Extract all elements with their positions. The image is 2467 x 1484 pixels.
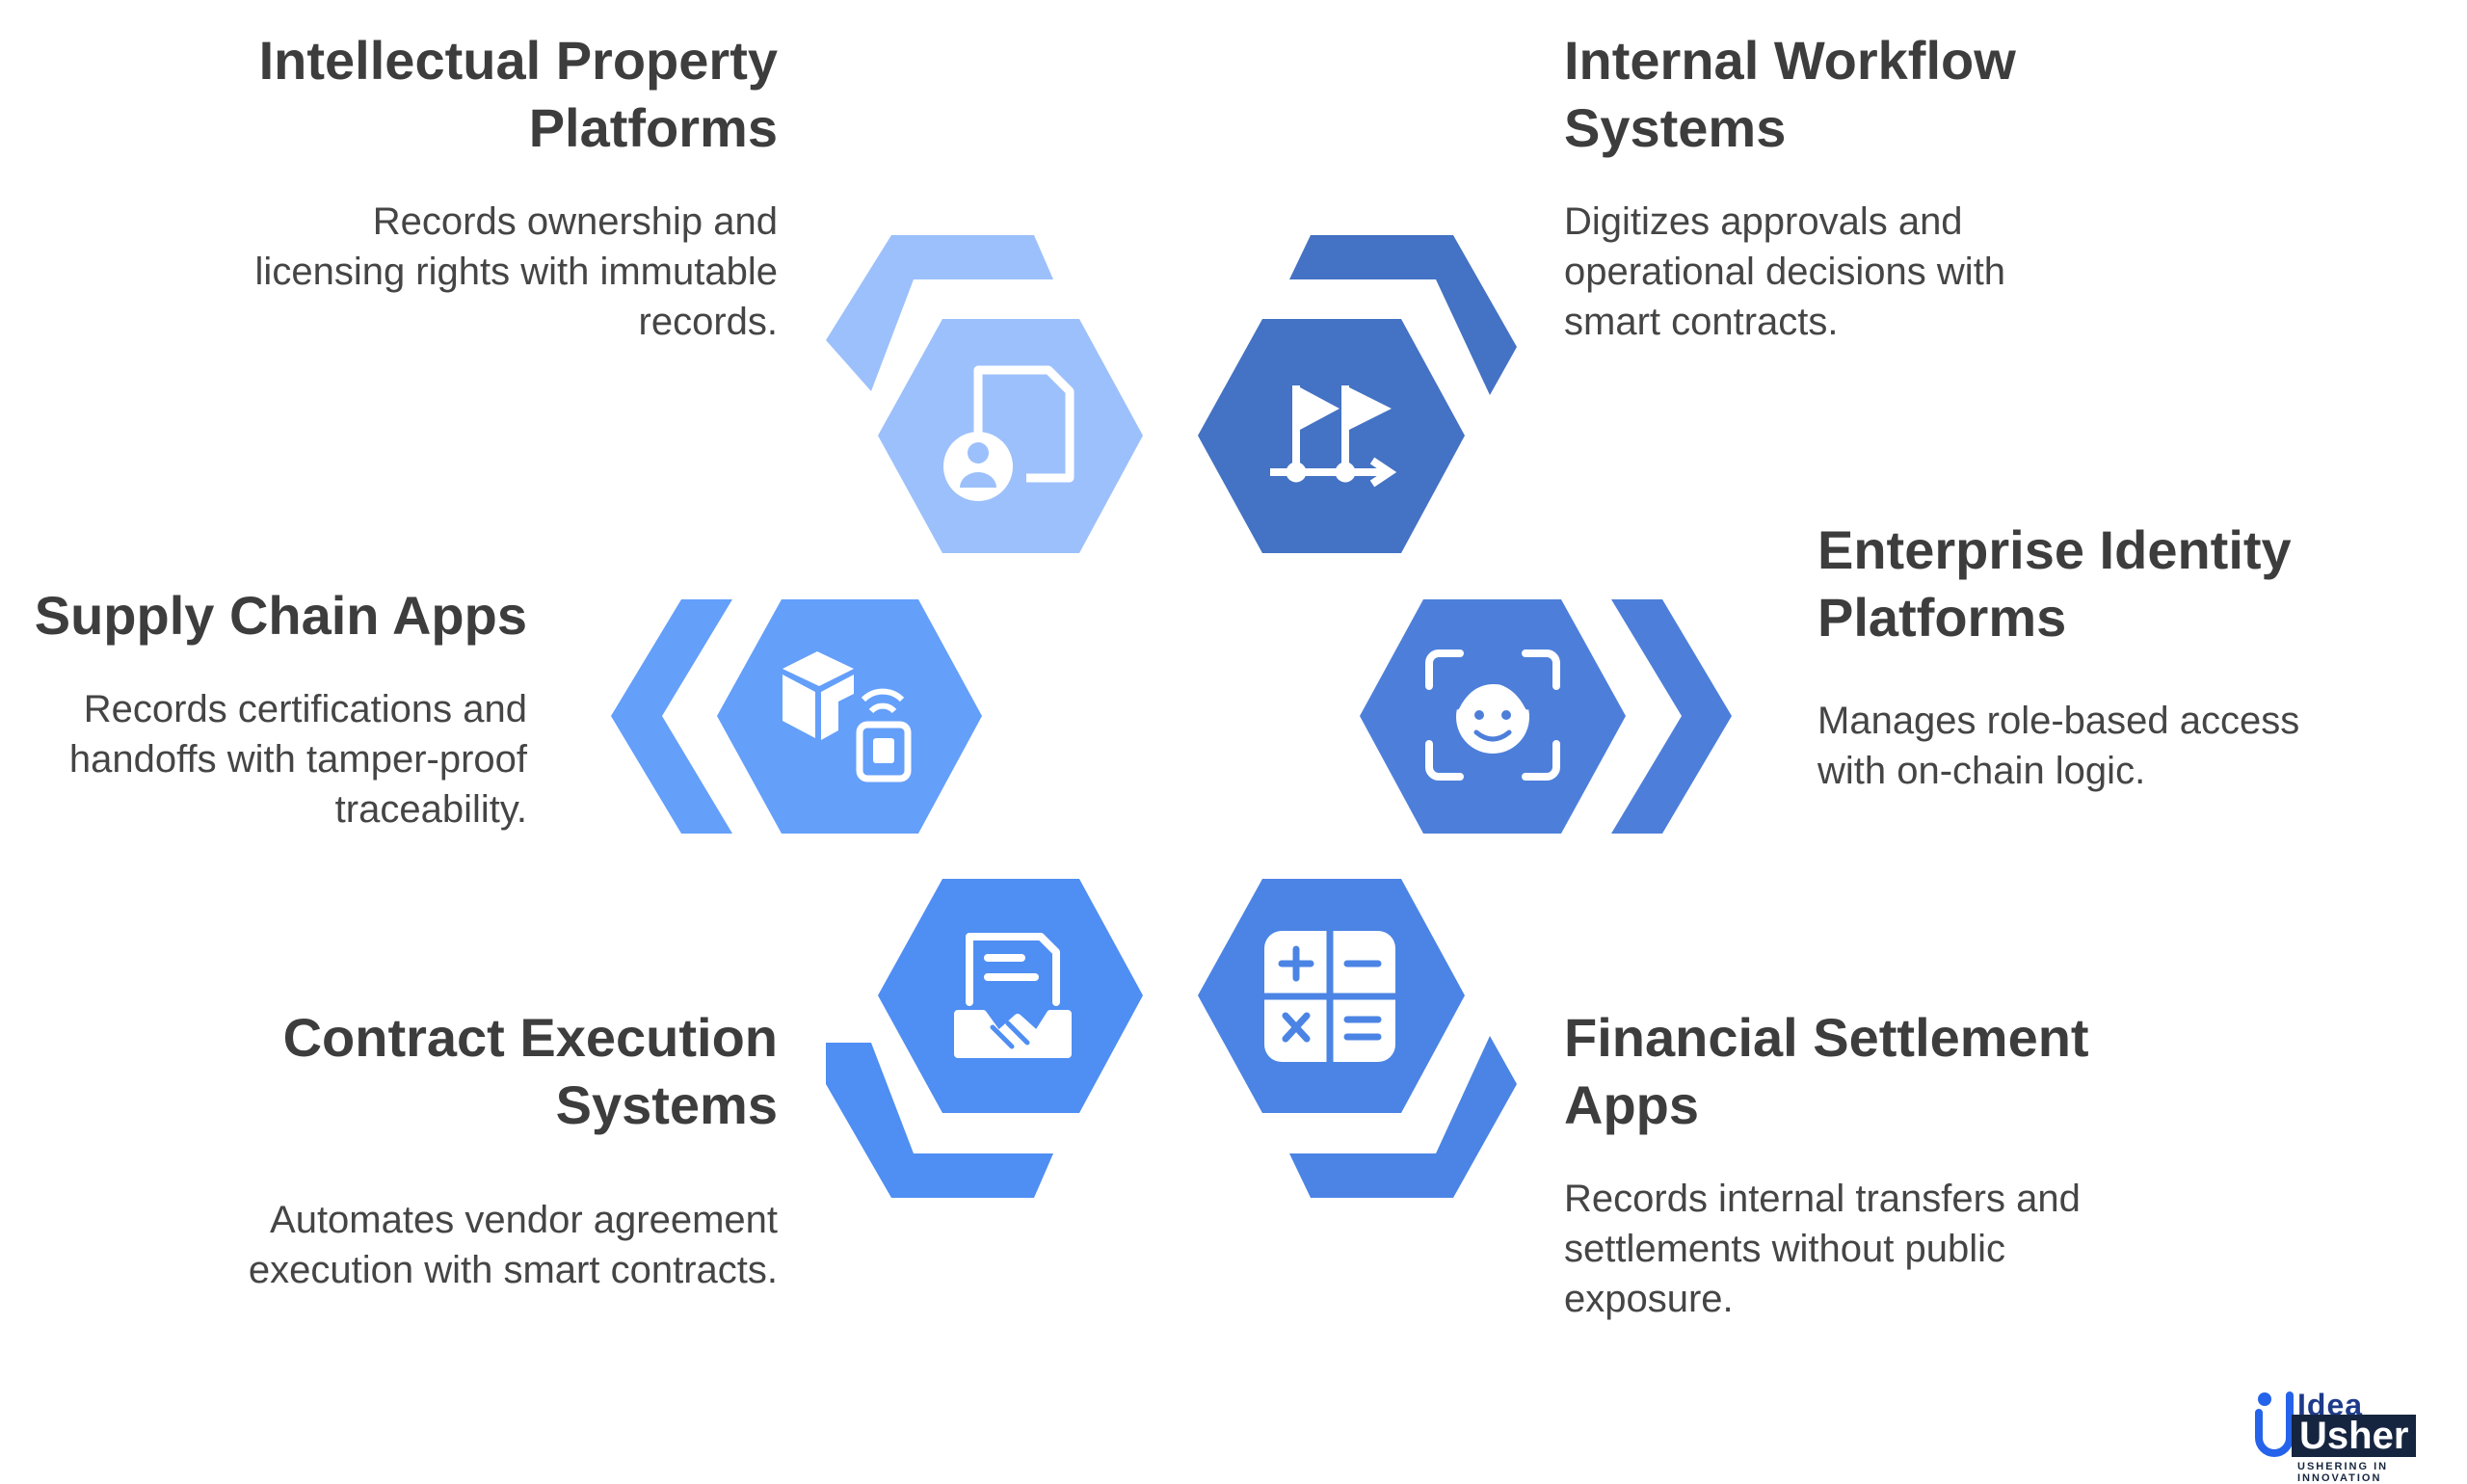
title-line: Contract Execution [282, 1007, 778, 1068]
document-user-icon [943, 365, 1074, 501]
desc-line: Digitizes approvals and [1564, 200, 1963, 243]
hexagon-shape [878, 879, 1143, 1113]
item-title: Supply Chain Apps [0, 582, 527, 649]
hexagon-shape [1198, 319, 1465, 553]
outer-chevron [826, 235, 1053, 391]
hexagon-contract-execution [826, 879, 1143, 1198]
hexagon-financial-settlement [1198, 879, 1517, 1198]
desc-line: exposure. [1564, 1278, 1734, 1320]
item-description: Manages role-based access with on-chain l… [1817, 696, 2454, 796]
hexagon-shape [717, 599, 982, 834]
title-line: Enterprise Identity [1817, 519, 2292, 580]
contract-handshake-icon [954, 933, 1072, 1058]
desc-line: licensing rights with immutable [254, 251, 778, 293]
title-line: Apps [1564, 1074, 1699, 1135]
desc-line: Manages role-based access [1817, 700, 2300, 742]
desc-line: handoffs with tamper-proof [68, 738, 527, 781]
title-line: Platforms [528, 97, 778, 158]
outer-chevron [1611, 599, 1732, 834]
title-line: Systems [1564, 97, 1787, 158]
logo-u-icon [2255, 1391, 2294, 1457]
desc-line: Automates vendor agreement [270, 1199, 778, 1241]
desc-line: records. [638, 301, 779, 343]
hexagon-internal-workflow [1198, 235, 1517, 553]
outer-chevron [1289, 235, 1517, 395]
idea-usher-logo: Idea Usher USHERING IN INNOVATION [2245, 1388, 2467, 1484]
desc-line: traceability. [334, 788, 527, 831]
desc-line: operational decisions with [1564, 251, 2006, 293]
title-line: Systems [555, 1074, 778, 1135]
face-scan-icon [1425, 649, 1560, 781]
outer-chevron [1289, 1036, 1517, 1198]
item-description: Records certifications and handoffs with … [0, 684, 527, 835]
desc-line: Records ownership and [372, 200, 778, 243]
item-description: Records ownership and licensing rights wi… [0, 197, 778, 347]
item-description: Records internal transfers and settlement… [1564, 1174, 2431, 1324]
title-line: Intellectual Property [258, 30, 778, 91]
desc-line: execution with smart contracts. [248, 1249, 778, 1291]
hexagon-intellectual-property [826, 235, 1143, 553]
calculator-icon [1264, 931, 1395, 1062]
item-supply-chain: Supply Chain Apps Records certifications… [0, 582, 527, 835]
hexagon-enterprise-identity [1360, 599, 1732, 834]
item-description: Automates vendor agreement execution with… [0, 1195, 778, 1295]
desc-line: smart contracts. [1564, 301, 1839, 343]
item-description: Digitizes approvals and operational decis… [1564, 197, 2431, 347]
outer-chevron [826, 1043, 1053, 1198]
outer-chevron [611, 599, 732, 834]
desc-line: with on-chain logic. [1817, 750, 2146, 792]
desc-line: Records internal transfers and [1564, 1178, 2081, 1220]
logo-tagline: USHERING IN INNOVATION [2297, 1461, 2389, 1484]
desc-line: settlements without public [1564, 1228, 2006, 1270]
title-line: Financial Settlement [1564, 1007, 2089, 1068]
hexagon-supply-chain [611, 599, 982, 834]
desc-line: Records certifications and [83, 688, 527, 730]
title-line: Internal Workflow [1564, 30, 2016, 91]
title-line: Supply Chain Apps [34, 585, 527, 646]
package-lock-icon [783, 651, 912, 782]
title-line: Platforms [1817, 587, 2067, 648]
hexagon-shape [878, 319, 1143, 553]
logo-text-bottom: Usher [2292, 1415, 2417, 1457]
workflow-flags-icon [1270, 385, 1397, 488]
